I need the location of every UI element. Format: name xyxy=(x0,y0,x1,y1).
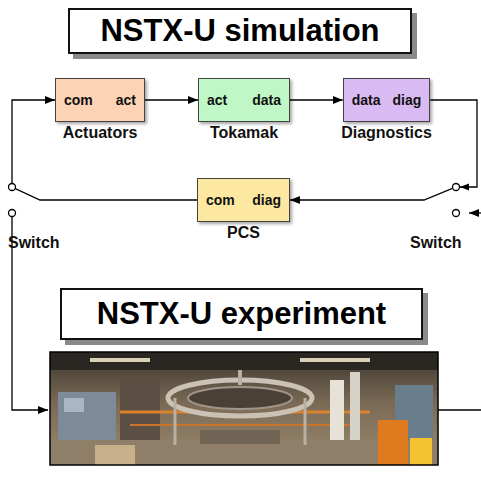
block-name: PCS xyxy=(227,224,260,242)
block-name: Tokamak xyxy=(210,124,278,142)
heading-box: NSTX-U simulation xyxy=(68,8,412,54)
experiment-photo xyxy=(50,352,438,465)
switch-terminal xyxy=(9,184,16,191)
process-box: actdataTokamak xyxy=(198,78,290,122)
port-label: com xyxy=(64,92,93,108)
signal-arrow xyxy=(145,99,198,100)
port-row: data diag xyxy=(344,79,430,121)
heading-box: NSTX-U experiment xyxy=(60,288,423,340)
port-label: com xyxy=(206,192,235,208)
block-name: Actuators xyxy=(63,124,138,142)
signal-wire xyxy=(469,212,481,213)
switch-terminal xyxy=(453,184,460,191)
block-name: Diagnostics xyxy=(341,124,432,142)
port-label: data xyxy=(252,92,281,108)
switch-terminal xyxy=(9,210,16,217)
switch-terminal xyxy=(453,210,460,217)
port-label: act xyxy=(116,92,136,108)
heading-text: NSTX-U experiment xyxy=(97,296,386,332)
process-box: comdiagPCS xyxy=(197,178,290,222)
switch-label: Switch xyxy=(410,234,462,252)
switch-label: Switch xyxy=(8,234,60,252)
port-label: act xyxy=(207,92,227,108)
port-row: com act xyxy=(56,79,144,121)
signal-arrow xyxy=(290,99,343,100)
arrow-head xyxy=(460,184,469,191)
process-box: datadiagDiagnostics xyxy=(343,78,431,122)
port-row: act data xyxy=(199,79,289,121)
heading-text: NSTX-U simulation xyxy=(100,13,379,49)
port-label: diag xyxy=(252,192,281,208)
photo-frame xyxy=(50,352,438,465)
signal-wire xyxy=(438,409,481,410)
port-row: com diag xyxy=(198,179,289,221)
port-label: data xyxy=(352,92,381,108)
process-box: comactActuators xyxy=(55,78,145,122)
port-label: diag xyxy=(393,92,422,108)
